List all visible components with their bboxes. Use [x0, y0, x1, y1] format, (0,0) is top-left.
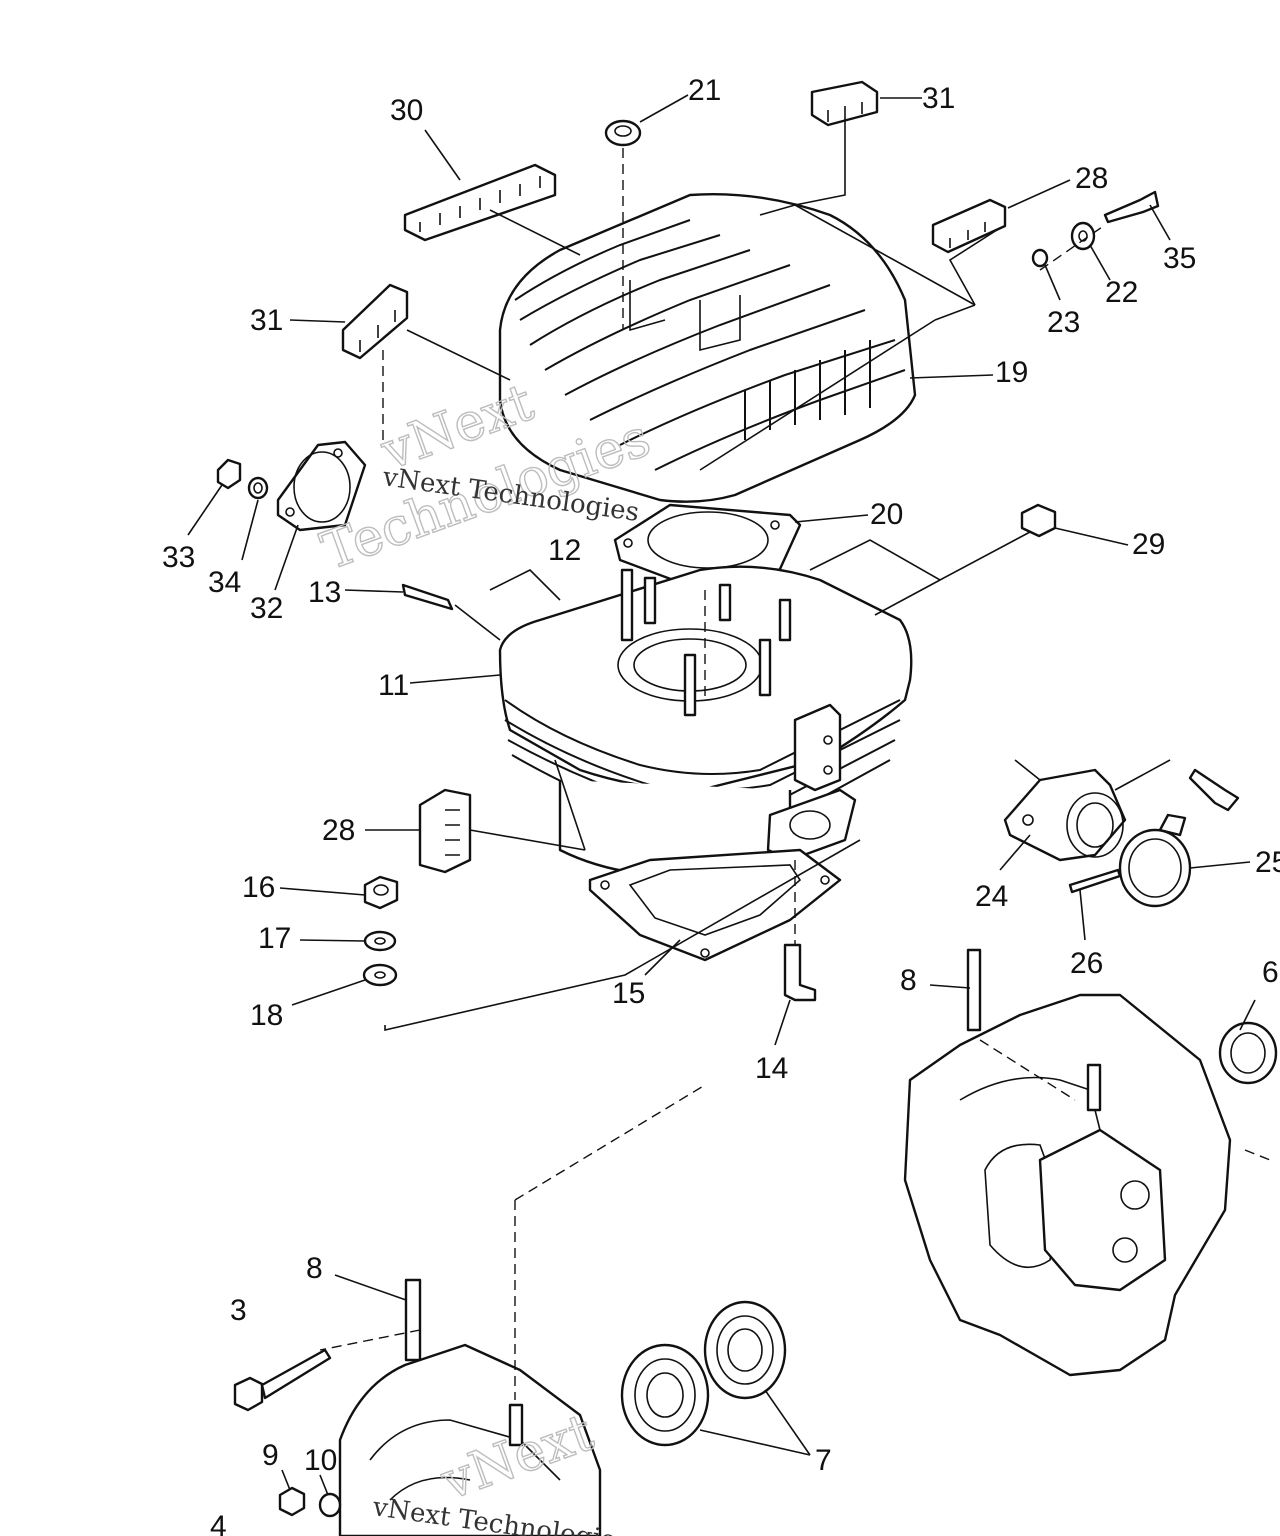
- callout-8-left: 8: [306, 1252, 323, 1285]
- nut-16: [363, 875, 399, 910]
- stud-13: [401, 583, 454, 611]
- base-gasket: [588, 848, 842, 962]
- callout-28-left: 28: [322, 814, 355, 847]
- callout-32: 32: [250, 592, 283, 625]
- callout-16: 16: [242, 871, 275, 904]
- crankcase-left-half: [338, 1278, 602, 1536]
- callout-29: 29: [1132, 528, 1165, 561]
- lockwasher-23: [1031, 248, 1049, 268]
- callout-labels: 21 31 30 28 35 22 23 31 19 20 29 12 33 3…: [162, 74, 1280, 1536]
- callout-9: 9: [262, 1439, 279, 1472]
- callout-15: 15: [612, 977, 645, 1010]
- fitting-14: [783, 943, 817, 1002]
- assembly-brackets: [384, 118, 1171, 1032]
- callout-10: 10: [304, 1444, 337, 1477]
- callout-28-top: 28: [1075, 162, 1108, 195]
- head-nut-21: [604, 119, 642, 147]
- bolt-3: [233, 1348, 332, 1412]
- callout-18: 18: [250, 999, 283, 1032]
- callout-14: 14: [755, 1052, 788, 1085]
- callout-25: 25: [1255, 846, 1280, 879]
- screw-26: [1068, 868, 1122, 894]
- callout-26: 26: [1070, 947, 1103, 980]
- callout-23: 23: [1047, 306, 1080, 339]
- callout-7: 7: [815, 1444, 832, 1477]
- callout-31-top: 31: [922, 82, 955, 115]
- washer-17: [363, 930, 397, 952]
- callout-34: 34: [208, 566, 241, 599]
- callout-leaders: [187, 94, 1256, 1496]
- callout-19: 19: [995, 356, 1028, 389]
- screw-upper-right: [1188, 768, 1240, 812]
- callout-24: 24: [975, 880, 1008, 913]
- washer-18: [362, 963, 398, 987]
- callout-8-right: 8: [900, 964, 917, 997]
- callout-3: 3: [230, 1294, 247, 1327]
- spacer-block-29: [1020, 503, 1057, 538]
- exhaust-flange: [276, 440, 367, 532]
- bearing-7b: [620, 1343, 710, 1447]
- callout-22: 22: [1105, 276, 1138, 309]
- spacer-block-28-left: [418, 788, 472, 874]
- washer-10: [318, 1492, 342, 1518]
- screw-35: [1103, 190, 1160, 224]
- washer-34: [247, 476, 269, 500]
- callout-4: 4: [210, 1510, 227, 1536]
- nut-33: [216, 458, 242, 490]
- callout-20: 20: [870, 498, 903, 531]
- spacer-block-31-top: [810, 80, 879, 127]
- callout-11: 11: [378, 669, 409, 702]
- crankcase-right-half: [903, 948, 1232, 1377]
- bearing-7a: [703, 1300, 787, 1400]
- callout-13: 13: [308, 576, 341, 609]
- callout-30: 30: [390, 94, 423, 127]
- intake-clamp: [1118, 813, 1192, 908]
- assembly-centerlines: [319, 148, 1271, 1400]
- spacer-block-31-left: [341, 283, 409, 360]
- cylinder-head: [498, 192, 917, 503]
- bolt-9: [278, 1486, 306, 1517]
- callout-17: 17: [258, 922, 291, 955]
- callout-35: 35: [1163, 242, 1196, 275]
- callout-6: 6: [1262, 956, 1279, 989]
- cylinder-studs: [620, 568, 792, 717]
- callout-33: 33: [162, 541, 195, 574]
- callout-21: 21: [688, 74, 721, 107]
- intake-manifold: [1003, 768, 1127, 862]
- seal-right: [1218, 1021, 1278, 1085]
- callout-31-left: 31: [250, 304, 283, 337]
- spacer-block-28-top: [931, 198, 1007, 254]
- callout-12: 12: [548, 534, 581, 567]
- spacer-block-30: [403, 163, 557, 242]
